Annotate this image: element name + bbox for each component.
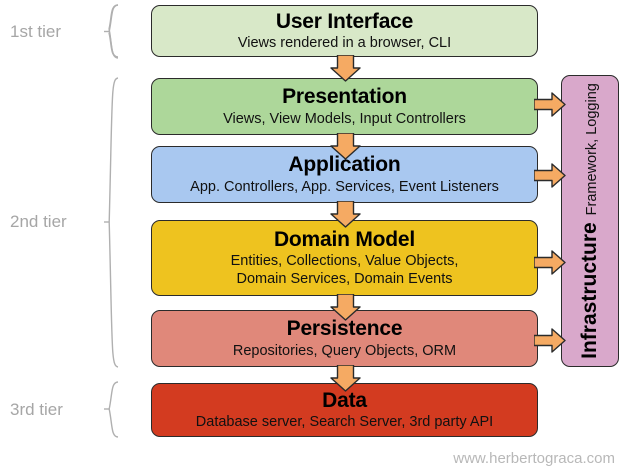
layer-subtitle: App. Controllers, App. Services, Event L… — [190, 178, 499, 195]
arrow-persistence-to-data-icon — [330, 365, 361, 392]
layer-title: Persistence — [286, 317, 403, 341]
layer-subtitle: Views rendered in a browser, CLI — [237, 35, 452, 52]
layer-subtitle: Framework, Logging — [584, 83, 601, 216]
arrow-domain-to-infrastructure-icon — [534, 250, 566, 275]
arrow-application-to-domain-icon — [330, 201, 361, 228]
layer-subtitle: Repositories, Query Objects, ORM — [232, 342, 457, 359]
source-watermark: www.herbertograca.com — [453, 450, 615, 467]
layer-data[interactable]: Data Database server, Search Server, 3rd… — [151, 383, 538, 437]
tier-label-3rd: 3rd tier — [10, 400, 63, 419]
layer-domain-model[interactable]: Domain Model Entities, Collections, Valu… — [151, 220, 538, 296]
layer-subtitle: Views, View Models, Input Controllers — [223, 110, 466, 127]
layer-infrastructure[interactable]: Infrastructure Framework, Logging — [561, 75, 619, 367]
arrow-ui-to-presentation-icon — [330, 55, 361, 82]
infrastructure-vertical-text: Infrastructure Framework, Logging — [578, 83, 602, 359]
layer-title: Domain Model — [273, 227, 416, 251]
layer-presentation[interactable]: Presentation Views, View Models, Input C… — [151, 78, 538, 135]
layer-subtitle: Database server, Search Server, 3rd part… — [195, 414, 494, 431]
arrow-presentation-to-application-icon — [330, 133, 361, 160]
tier-brace-3 — [104, 381, 119, 438]
layer-title: Data — [322, 388, 367, 412]
arrow-presentation-to-infrastructure-icon — [534, 92, 566, 117]
tier-label-1st: 1st tier — [10, 22, 62, 41]
layer-title: User Interface — [275, 9, 414, 33]
layer-title: Application — [288, 153, 401, 177]
tier-brace-2 — [104, 77, 119, 368]
layer-title: Infrastructure — [578, 222, 602, 359]
tier-label-2nd: 2nd tier — [10, 212, 67, 231]
arrow-domain-to-persistence-icon — [330, 294, 361, 321]
tier-brace-1 — [104, 4, 119, 59]
layer-title: Presentation — [282, 85, 407, 109]
layer-user-interface[interactable]: User Interface Views rendered in a brows… — [151, 5, 538, 57]
layer-subtitle: Entities, Collections, Value Objects, Do… — [230, 253, 459, 288]
arrow-persistence-to-infrastructure-icon — [534, 328, 566, 353]
arrow-application-to-infrastructure-icon — [534, 163, 566, 188]
